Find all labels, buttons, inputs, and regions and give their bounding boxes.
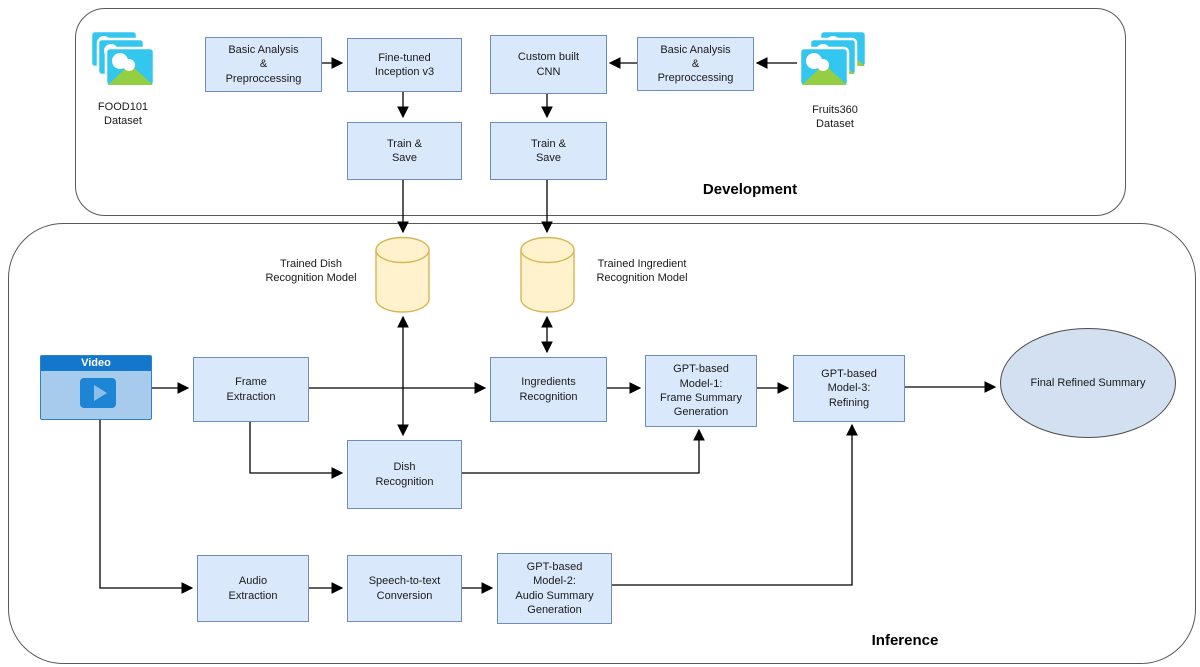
food101-dataset-icon <box>89 29 156 88</box>
train-save-right-box: Train & Save <box>490 122 607 180</box>
food101-dataset-label: FOOD101 Dataset <box>97 101 149 128</box>
video-title-bar: Video <box>41 356 151 371</box>
dish-model-database-icon <box>375 236 430 313</box>
ingredient-model-database-icon <box>520 236 575 313</box>
gpt-model-1-box: GPT-based Model-1: Frame Summary Generat… <box>645 355 757 427</box>
video-input-widget: Video <box>40 355 152 420</box>
gpt-model-2-box: GPT-based Model-2: Audio Summary Generat… <box>497 553 612 624</box>
basic-analysis-left-box: Basic Analysis & Preproccessing <box>205 37 322 92</box>
speech-to-text-box: Speech-to-text Conversion <box>347 555 462 622</box>
gpt-model-3-box: GPT-based Model-3: Refining <box>793 355 905 422</box>
audio-extraction-box: Audio Extraction <box>197 555 309 622</box>
train-save-left-box: Train & Save <box>347 122 462 180</box>
dish-model-label: Trained Dish Recognition Model <box>265 258 357 285</box>
basic-analysis-right-box: Basic Analysis & Preproccessing <box>637 37 754 91</box>
inference-section-label: Inference <box>871 632 939 649</box>
frame-extraction-box: Frame Extraction <box>193 357 309 422</box>
fruits360-dataset-label: Fruits360 Dataset <box>812 104 858 131</box>
custom-built-cnn-box: Custom built CNN <box>490 35 607 94</box>
development-section-container <box>75 8 1126 216</box>
final-refined-summary-ellipse: Final Refined Summary <box>1000 328 1176 438</box>
development-section-label: Development <box>702 181 798 198</box>
inference-section-container <box>8 223 1196 664</box>
ingredients-recognition-box: Ingredients Recognition <box>490 357 607 422</box>
ingredient-model-label: Trained Ingredient Recognition Model <box>596 258 688 285</box>
dish-recognition-box: Dish Recognition <box>347 440 462 509</box>
fruits360-dataset-icon <box>798 29 868 88</box>
fine-tuned-inception-box: Fine-tuned Inception v3 <box>347 38 462 92</box>
play-icon <box>80 378 116 408</box>
